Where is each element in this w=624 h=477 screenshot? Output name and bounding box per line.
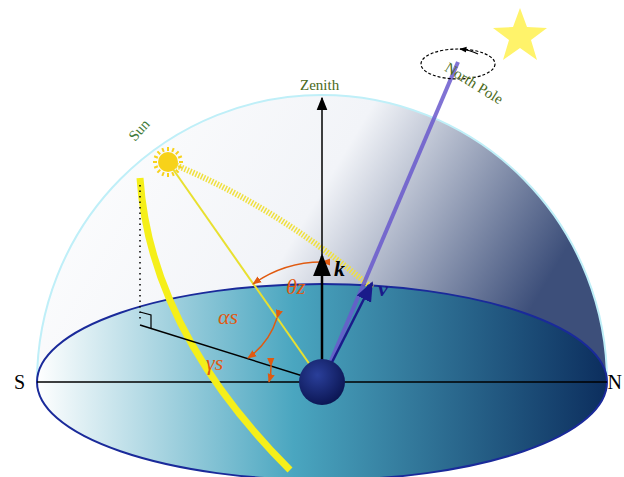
polaris-star: [493, 8, 547, 60]
azimuth-angle-arc: [269, 366, 271, 382]
projection-line: [139, 185, 141, 322]
sun-label: Sun: [126, 117, 153, 144]
vector-label: k: [334, 258, 345, 280]
zenith-label: Zenith: [300, 78, 339, 93]
direction-label: S: [14, 372, 25, 392]
altitude-angle-arc: [248, 318, 277, 358]
angle-label: θz: [286, 276, 305, 298]
rotation-arrow: [460, 49, 478, 54]
sun-ray: [168, 162, 322, 382]
zenith-axis: [321, 98, 323, 382]
sun-path-dotted: [168, 162, 372, 288]
polar-axis: [322, 62, 458, 382]
angle-label: αs: [218, 306, 238, 328]
angle-label: γs: [206, 352, 223, 374]
earth: [299, 359, 345, 405]
north-pole-label: North Pole: [442, 60, 505, 107]
vector-label: ν: [378, 278, 388, 300]
direction-label: N: [608, 372, 622, 392]
azimuth-line: [140, 325, 322, 382]
sun-path: [140, 178, 290, 470]
sun-symbol: [153, 147, 183, 177]
